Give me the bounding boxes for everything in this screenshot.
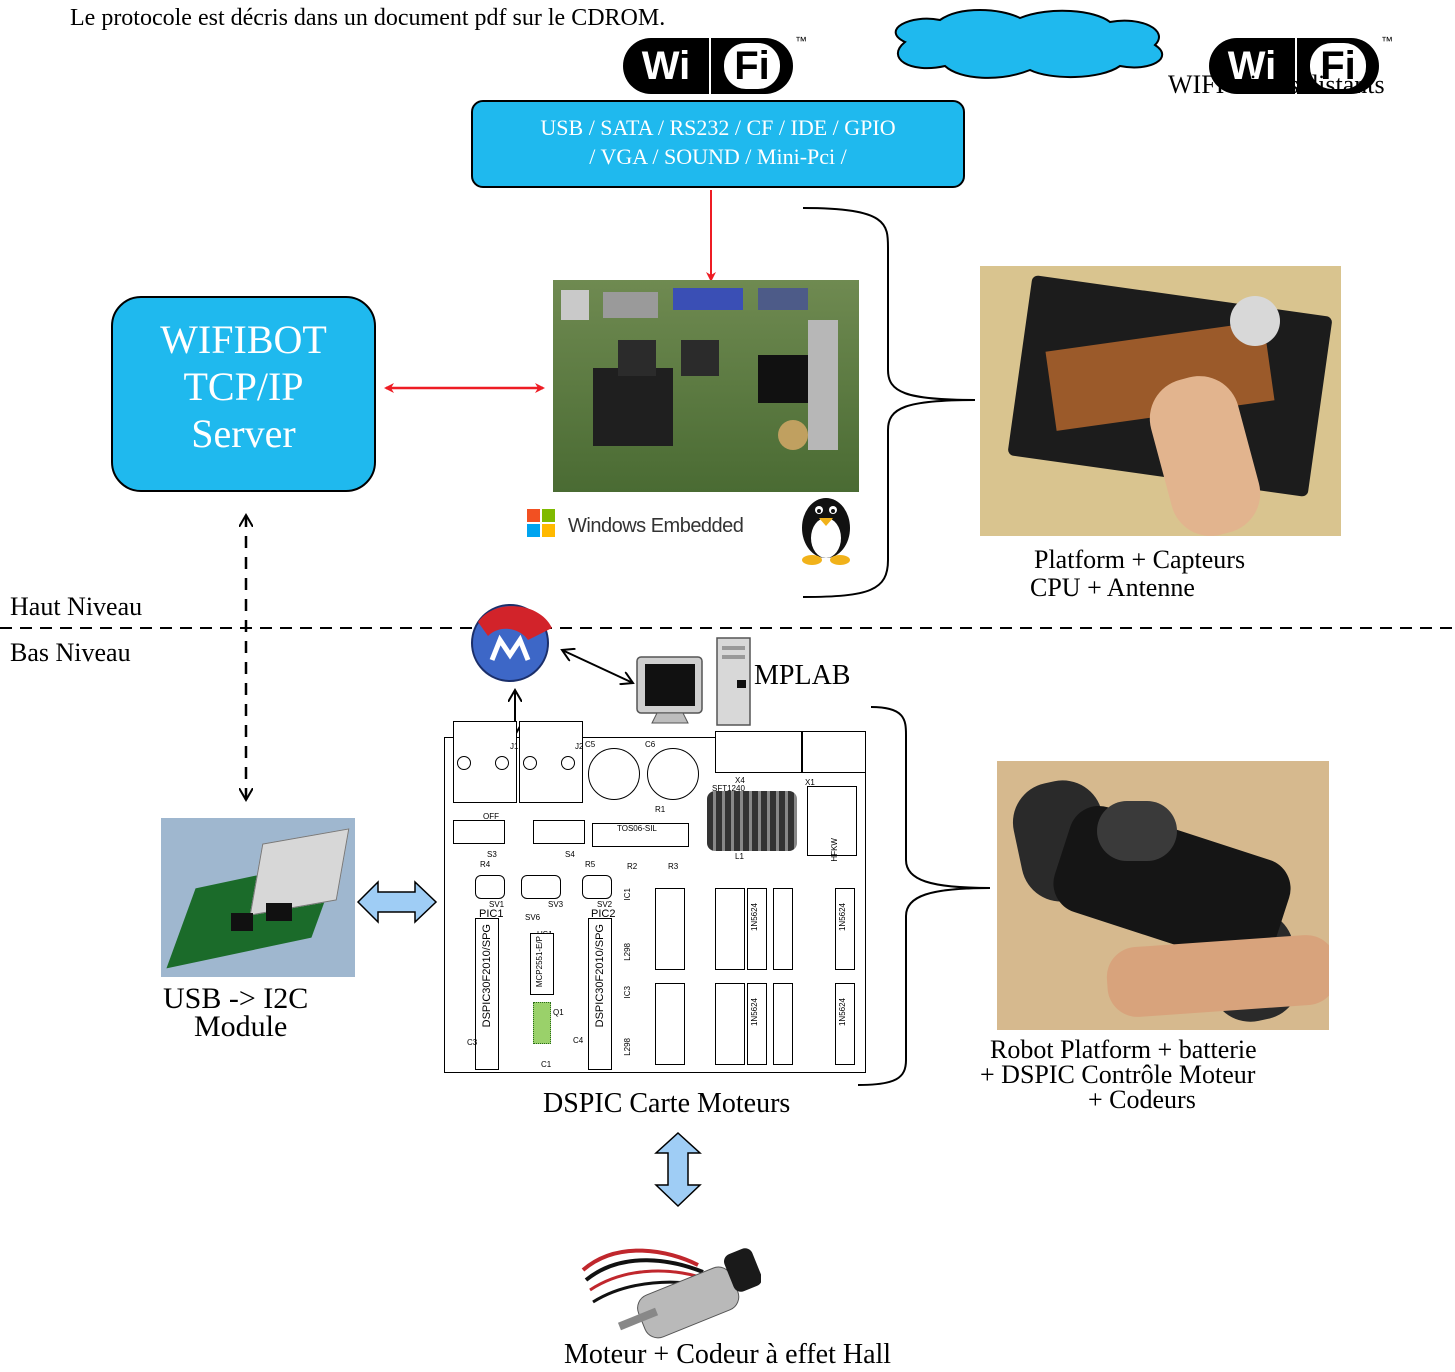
robot-caption-2: + DSPIC Contrôle Moteur (980, 1060, 1256, 1089)
pcb-ref-l1: L1 (735, 852, 744, 861)
windows-flag-icon (527, 509, 557, 539)
tcpip-server-box: WIFIBOT TCP/IP Server (111, 296, 376, 492)
motor-hall-encoder-photo (578, 1230, 761, 1348)
usb-module-caption-2: Module (194, 1010, 288, 1043)
pcb-ref-q1: Q1 (553, 1008, 564, 1017)
high-level-label: Haut Niveau (10, 592, 143, 621)
pcb-ref-ic3: IC3 (623, 986, 632, 999)
pcb-driver-1: L298 (623, 943, 632, 961)
pcb-ref-c6: C5 (585, 740, 596, 749)
pcb-ref-j2: J2 (575, 742, 584, 751)
server-line-3: Server (191, 411, 296, 457)
pcb-pic1-part: DSPIC30F2010/SPG (481, 924, 493, 1028)
pcb-ref-x4: X4 (735, 776, 745, 785)
wifi-logo-tm: ™ (795, 34, 807, 48)
pcb-ref-j1: J1 (510, 742, 519, 751)
pcb-diode-3: 1N5624 (750, 998, 759, 1027)
pcb-ref-sv1: SV1 (489, 900, 505, 909)
pcb-can-part: MCP2551-E/P (535, 936, 544, 988)
pcb-ref-sv6: SV6 (525, 913, 541, 922)
wifi-logo-wi: Wi (623, 38, 709, 94)
pcb-ref-s4: S4 (565, 850, 575, 859)
server-line-1: WIFIBOT (160, 317, 327, 362)
protocol-note: Le protocole est décris dans un document… (70, 5, 666, 31)
embedded-cpu-board-image (553, 280, 859, 492)
pcb-ref-r4: R4 (480, 860, 491, 869)
robot-platform-photo (997, 761, 1329, 1030)
motor-board-caption: DSPIC Carte Moteurs (543, 1088, 791, 1119)
interfaces-line-1: USB / SATA / RS232 / CF / IDE / GPIO (540, 115, 896, 140)
low-level-label: Bas Niveau (10, 638, 131, 667)
usb-board-double-arrow (356, 880, 438, 924)
pcb-ref-tos: TOS06-SIL (617, 824, 657, 833)
windows-embedded-label: Windows Embedded (568, 515, 744, 537)
wifi-logo-fi: Fi (724, 43, 780, 89)
pcb-ref-c5: C6 (645, 740, 656, 749)
platform-caption-2: CPU + Antenne (1030, 573, 1195, 602)
board-motor-double-arrow (654, 1131, 702, 1208)
remote-clients-label: WIFI clients distants (1168, 70, 1385, 99)
wifi-logo-tm: ™ (1381, 34, 1393, 48)
pcb-ref-c1: C1 (541, 1060, 552, 1069)
wifi-logo-fi: Fi (1310, 43, 1366, 89)
robot-caption-1: Robot Platform + batterie (990, 1035, 1257, 1064)
pcb-pic2-part: DSPIC30F2010/SPG (594, 924, 606, 1028)
wifi-logo-wi: Wi (1209, 38, 1295, 94)
pcb-ref-hfkw: HFKW (830, 838, 839, 862)
platform-caption-1: Platform + Capteurs (1034, 545, 1246, 574)
pcb-ref-c3: C3 (467, 1038, 478, 1047)
pcb-ref-s3: S3 (487, 850, 497, 859)
usb-module-caption-1: USB -> I2C (163, 982, 309, 1015)
pcb-ref-sv3: SV3 (548, 900, 564, 909)
mplab-label: MPLAB (754, 660, 851, 691)
pcb-pic1-label: PIC1 (479, 908, 504, 920)
pcb-ref-r2: R2 (627, 862, 638, 871)
pcb-ref-ic1: IC1 (623, 888, 632, 901)
usb-i2c-module-photo (161, 818, 355, 977)
pcb-ref-sft: SFT1240 (712, 784, 745, 793)
tux-penguin-icon (802, 498, 850, 565)
upper-brace (802, 207, 976, 598)
cloud-icon (894, 9, 1163, 79)
pcb-ref-x1: X1 (805, 778, 815, 787)
server-line-2: TCP/IP (183, 364, 304, 410)
computer-icon (636, 637, 751, 726)
pcb-diode-2: 1N5624 (838, 903, 847, 932)
robot-caption-3: + Codeurs (1088, 1085, 1196, 1114)
pcb-pic2-label: PIC2 (591, 908, 616, 920)
pcb-ref-r3: R3 (668, 862, 679, 871)
microchip-logo-icon (471, 604, 552, 682)
platform-photo (980, 266, 1341, 536)
dspic-motor-board-layout: C5 C6 J1 J2 SFT1240 X4 L1 X1 HFKW TOS06-… (444, 721, 866, 1073)
interfaces-box: USB / SATA / RS232 / CF / IDE / GPIO / V… (471, 100, 965, 188)
programmer-computer-arrow (562, 650, 633, 683)
pcb-ref-r1: R1 (655, 805, 666, 814)
interfaces-line-2: / VGA / SOUND / Mini-Pci / (589, 143, 847, 169)
pcb-ref-c4: C4 (573, 1036, 584, 1045)
pcb-ref-off: OFF (483, 812, 499, 821)
pcb-ref-r5: R5 (585, 860, 596, 869)
pcb-diode-1: 1N5624 (750, 903, 759, 932)
pcb-driver-2: L298 (623, 1038, 632, 1056)
motor-caption: Moteur + Codeur à effet Hall (564, 1339, 892, 1370)
pcb-ref-sv2: SV2 (597, 900, 613, 909)
lower-brace (857, 706, 991, 1086)
pcb-diode-4: 1N5624 (838, 998, 847, 1027)
